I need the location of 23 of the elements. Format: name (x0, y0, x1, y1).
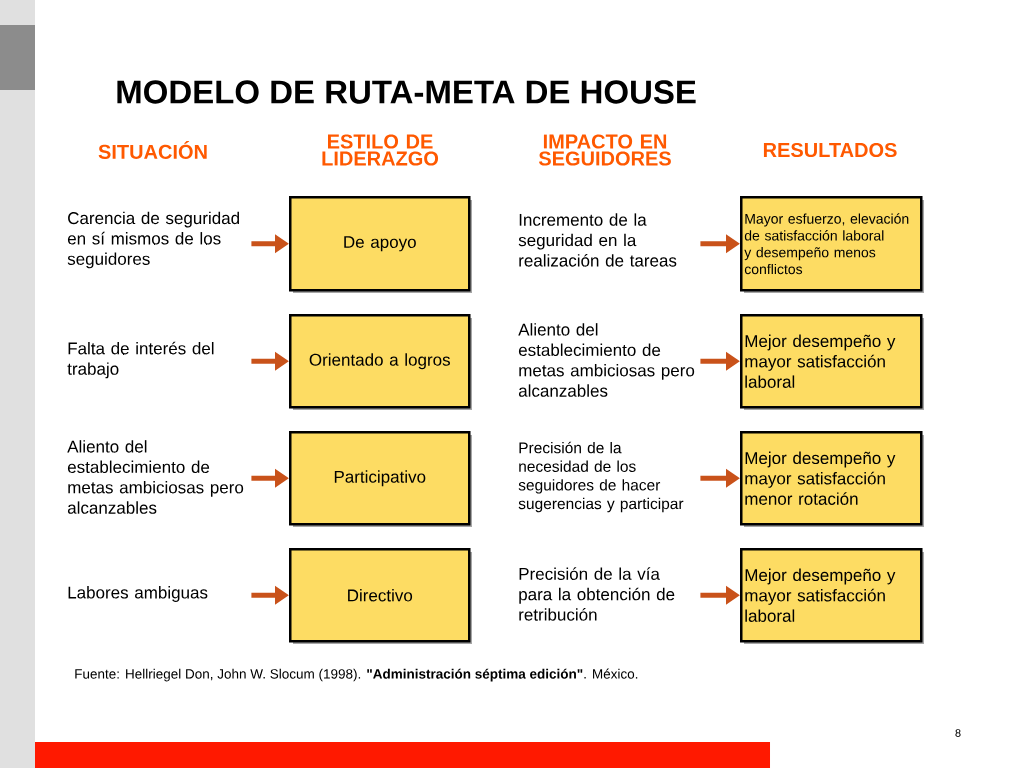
style-box: Participativo (289, 431, 472, 527)
style-box: De apoyo (289, 196, 472, 293)
result-box: Mejor desempeño y mayor satisfacción laboral (740, 314, 924, 410)
situation-text: Incremento de la seguridad en la realización de tareas (518, 213, 677, 267)
column-header: SITUACIÓN (98, 141, 207, 159)
source-note: Fuente: Hellriegel Don, John W. Slocum (1998). "Administración séptima edición". México. (75, 668, 638, 682)
style-box: Orientado a logros (289, 314, 472, 410)
result-box: Mejor desempeño y mayor satisfacción menor rotación (740, 431, 924, 527)
result-box: Mejor desempeño y mayor satisfacción laboral (740, 548, 924, 644)
style-box: Directivo (289, 548, 472, 644)
situation-text: Precisión de la vía para la obtención de retribución (519, 567, 675, 621)
title: MODELO DE RUTA-META DE HOUSE (117, 80, 696, 104)
situation-text: Labores ambiguas (68, 586, 208, 602)
column-header: ESTILO DE LIDERAZGO (322, 134, 439, 166)
situation-text: Aliento del establecimiento de metas ambiciosas pero alcanzables (518, 323, 695, 397)
situation-text: Falta de interés del trabajo (67, 341, 214, 379)
result-box: Mayor esfuerzo, elevación de satisfacción laboral y desempeño menos conflictos (740, 196, 924, 293)
column-header: IMPACTO EN SEGUIDORES (538, 134, 671, 166)
page-number: 8 (955, 729, 961, 737)
column-header: RESULTADOS (763, 142, 897, 158)
situation-text: Carencia de seguridad en sí mismos de los seguidores (67, 211, 239, 269)
situation-text: Precisión de la necesidad de los seguidores de hacer sugerencias y participar (518, 441, 684, 513)
situation-text: Aliento del establecimiento de metas ambiciosas pero alcanzables (67, 440, 244, 514)
